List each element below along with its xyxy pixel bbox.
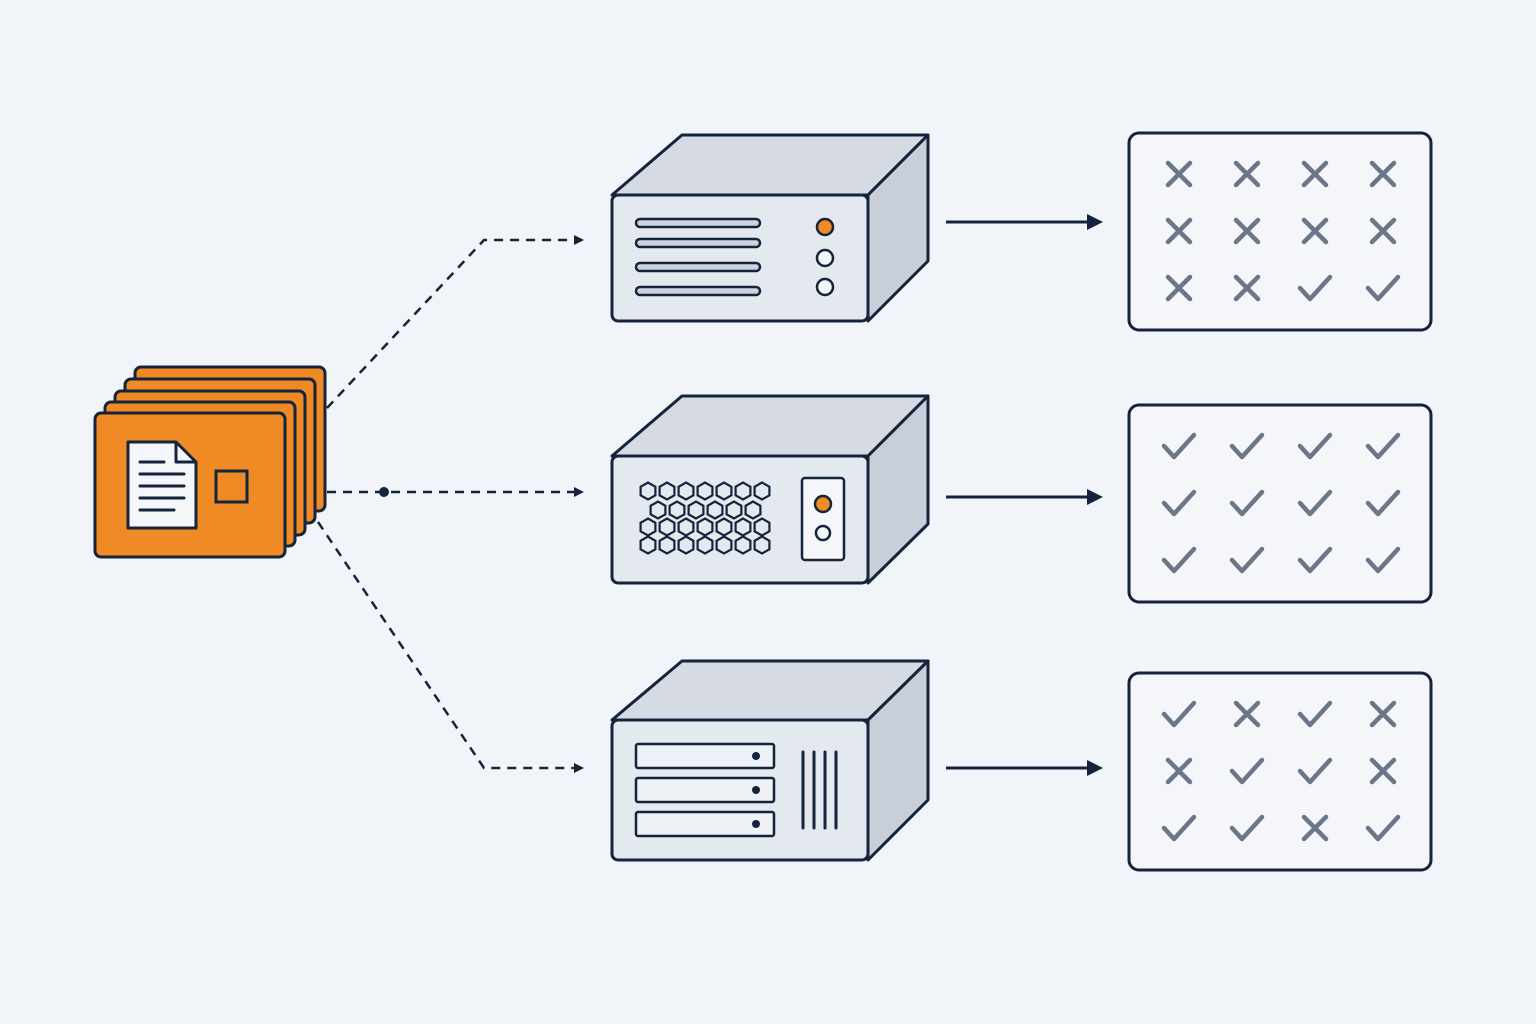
check-mark-icon [1297,274,1333,302]
hex-vent [668,500,686,520]
hex-vent [687,500,705,520]
server-1 [610,133,930,323]
server-3-drive-bays [634,742,776,838]
hex-vent [715,535,733,555]
hex-vent [639,535,657,555]
hex-vent [677,481,695,501]
x-mark-icon [1233,274,1261,302]
x-mark-icon [1301,217,1329,245]
result-marks-3 [1161,700,1401,842]
check-mark-icon [1297,432,1333,460]
check-mark-icon [1297,757,1333,785]
hex-vent [639,517,657,537]
x-mark-icon [1369,217,1397,245]
check-mark-icon [1229,489,1265,517]
check-mark-icon [1297,546,1333,574]
check-mark-icon [1161,546,1197,574]
result-card-1 [1127,131,1433,332]
hex-vent [715,517,733,537]
check-mark-icon [1161,489,1197,517]
server-1-status-led [815,277,835,297]
x-mark-icon [1301,814,1329,842]
server-1-slots [634,217,762,297]
result-card-3 [1127,671,1433,872]
hex-vent [715,481,733,501]
hex-vent [658,535,676,555]
check-mark-icon [1365,546,1401,574]
server-3 [610,659,930,862]
server-3-vent [801,750,838,830]
hex-vent [658,481,676,501]
x-mark-icon [1233,700,1261,728]
output-arrows [946,214,1103,776]
hex-vent [734,517,752,537]
hex-vent [696,517,714,537]
check-mark-icon [1365,489,1401,517]
x-mark-icon [1369,757,1397,785]
check-mark-icon [1229,546,1265,574]
document-icon [126,440,198,530]
hex-vent [649,500,667,520]
x-mark-icon [1165,160,1193,188]
check-mark-icon [1161,432,1197,460]
check-mark-icon [1297,700,1333,728]
dashed-connectors [316,235,584,773]
x-mark-icon [1233,160,1261,188]
hex-vent [658,517,676,537]
connector-to-server-3 [316,521,584,773]
connector-to-server-1 [326,235,584,409]
x-mark-icon [1165,274,1193,302]
source-document-stack [93,365,327,559]
result-marks-1 [1165,160,1401,302]
hex-vent [677,517,695,537]
x-mark-icon [1165,217,1193,245]
x-mark-icon [1369,700,1397,728]
check-mark-icon [1229,757,1265,785]
hex-vent [753,535,771,555]
hex-vent [677,535,695,555]
server-2-panel [800,476,846,562]
result-marks-2 [1161,432,1401,574]
check-mark-icon [1229,814,1265,842]
square-icon [214,469,249,504]
check-mark-icon [1161,814,1197,842]
hex-vent [639,481,657,501]
hex-vent [734,481,752,501]
check-mark-icon [1229,432,1265,460]
check-mark-icon [1161,700,1197,728]
server-2-hex-grill [639,481,771,555]
server-1-status-led [815,248,835,268]
hex-vent [696,481,714,501]
result-card-2 [1127,403,1433,604]
hex-vent [696,535,714,555]
check-mark-icon [1297,489,1333,517]
connector-dot [379,487,389,497]
x-mark-icon [1165,757,1193,785]
server-2 [610,394,930,585]
hex-vent [753,481,771,501]
server-1-status-led-active [815,217,835,237]
check-mark-icon [1365,274,1401,302]
hex-vent [753,517,771,537]
x-mark-icon [1301,160,1329,188]
hex-vent [725,500,743,520]
hex-vent [706,500,724,520]
check-mark-icon [1365,432,1401,460]
x-mark-icon [1233,217,1261,245]
x-mark-icon [1369,160,1397,188]
hex-vent [734,535,752,555]
hex-vent [744,500,762,520]
check-mark-icon [1365,814,1401,842]
